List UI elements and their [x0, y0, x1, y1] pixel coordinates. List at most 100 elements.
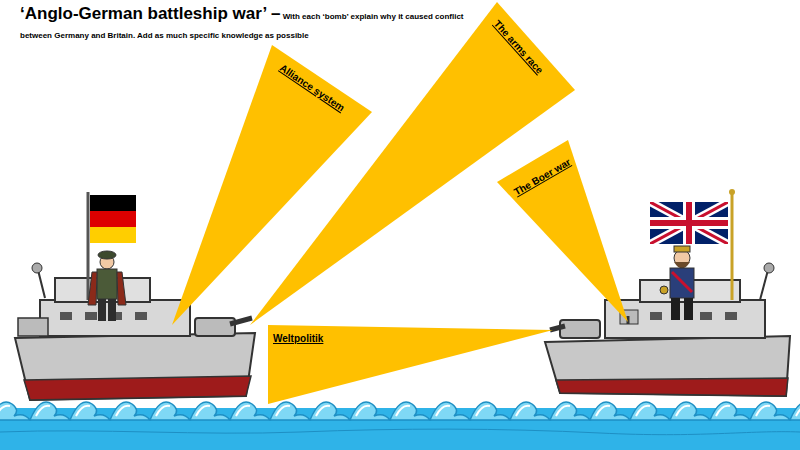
british-ship-part — [556, 378, 788, 396]
british-king-part — [674, 246, 690, 252]
sea-waves-part — [396, 406, 410, 416]
german-officer-part — [98, 299, 106, 321]
german-ship — [15, 263, 255, 400]
sea-waves-part — [556, 406, 570, 416]
british-flag-part-part — [650, 202, 728, 244]
sea-waves-part — [756, 406, 770, 416]
british-ship-part — [550, 326, 565, 330]
sea-waves-part — [270, 402, 310, 420]
sea-waves-part — [510, 402, 550, 420]
german-flag-part — [90, 227, 136, 243]
british-ship-part — [650, 312, 662, 320]
british-ship-part — [760, 270, 768, 300]
beam-label: Weltpolitik — [273, 333, 323, 344]
british-king-part — [670, 268, 694, 298]
sea-waves-part — [356, 406, 370, 416]
british-king-part — [684, 298, 693, 320]
british-ship-part — [560, 320, 600, 338]
british-king-part — [660, 286, 668, 294]
british-flag-part-part — [650, 202, 728, 244]
sea-waves-part — [0, 406, 10, 416]
british-flag-part-part — [650, 220, 728, 226]
sea-waves-part — [590, 402, 630, 420]
sea-waves-part — [196, 406, 210, 416]
bomb-beam: The arms race — [250, 2, 575, 325]
sea-waves-part — [476, 406, 490, 416]
german-ship-part — [85, 312, 97, 320]
british-flag-part-part — [650, 202, 728, 244]
german-ship-part — [32, 263, 42, 273]
sea-waves-part — [676, 406, 690, 416]
sea-waves-part — [430, 402, 470, 420]
sea-waves-part — [190, 402, 230, 420]
german-ship-part — [195, 318, 235, 336]
british-flag-part-part — [650, 202, 728, 244]
german-flag-part — [90, 195, 136, 211]
sea-waves — [0, 402, 800, 450]
british-ship-part — [725, 312, 737, 320]
sea-waves-part — [596, 406, 610, 416]
sea-waves-part — [436, 406, 450, 416]
sea-waves-part — [716, 406, 730, 416]
sea-waves-part — [630, 402, 670, 420]
british-king — [660, 246, 694, 320]
bomb-beam: Weltpolitik — [268, 325, 553, 404]
british-king-part — [672, 272, 692, 292]
sea-waves-part — [30, 402, 70, 420]
bomb-beam: The Boer war — [497, 140, 628, 322]
german-ship-part — [40, 300, 190, 336]
sea-waves-part — [110, 402, 150, 420]
german-officer-part — [88, 272, 97, 305]
british-king-part — [671, 298, 680, 320]
german-officer-part — [108, 299, 116, 321]
german-officer-part — [97, 269, 117, 299]
title: ‘Anglo-German battleship war’ – — [20, 4, 280, 23]
german-ship-part — [230, 318, 252, 324]
sea-waves-part — [0, 402, 30, 420]
beam-triangle — [497, 140, 628, 322]
german-officer — [88, 251, 126, 321]
sea-waves-part — [790, 402, 800, 420]
german-officer-part — [98, 251, 116, 259]
sea-waves-part — [636, 406, 650, 416]
spacer — [280, 12, 282, 21]
beam-triangle — [268, 325, 553, 404]
sea-waves-part — [796, 406, 800, 416]
beam-triangle — [172, 45, 372, 325]
sea-waves-part — [470, 402, 510, 420]
german-ship-part — [15, 333, 255, 400]
sea-waves-part — [36, 406, 50, 416]
german-officer-part — [117, 272, 126, 305]
british-flag — [650, 189, 735, 300]
sea-waves-part — [316, 406, 330, 416]
sea-waves-part — [390, 402, 430, 420]
bomb-beam: Alliance system — [172, 45, 372, 325]
header: ‘Anglo-German battleship war’ – With eac… — [20, 4, 490, 42]
german-flag-part — [90, 211, 136, 227]
german-ship-part — [38, 270, 45, 298]
british-flag-part-part — [650, 202, 728, 244]
sea-waves-part — [750, 402, 790, 420]
sea-waves-part — [156, 406, 170, 416]
german-ship-part — [24, 376, 251, 400]
german-ship-part — [135, 312, 147, 320]
british-flag-part — [650, 202, 728, 244]
sea-waves-part — [76, 406, 90, 416]
sea-waves-part — [230, 402, 270, 420]
german-ship-part — [18, 318, 48, 336]
german-ship-part — [60, 312, 72, 320]
british-ship-part — [700, 312, 712, 320]
german-flag-part — [87, 192, 90, 300]
british-ship-part — [764, 263, 774, 273]
sea-waves-part — [350, 402, 390, 420]
sea-waves-part — [516, 406, 530, 416]
sea-waves-part — [150, 402, 190, 420]
sea-waves-part — [276, 406, 290, 416]
sea-waves-part — [670, 402, 710, 420]
british-flag-part — [729, 189, 735, 195]
british-ship-part — [545, 336, 790, 396]
sea-waves-part — [310, 402, 350, 420]
beam-shape — [172, 45, 372, 325]
beam-triangle — [250, 2, 575, 325]
